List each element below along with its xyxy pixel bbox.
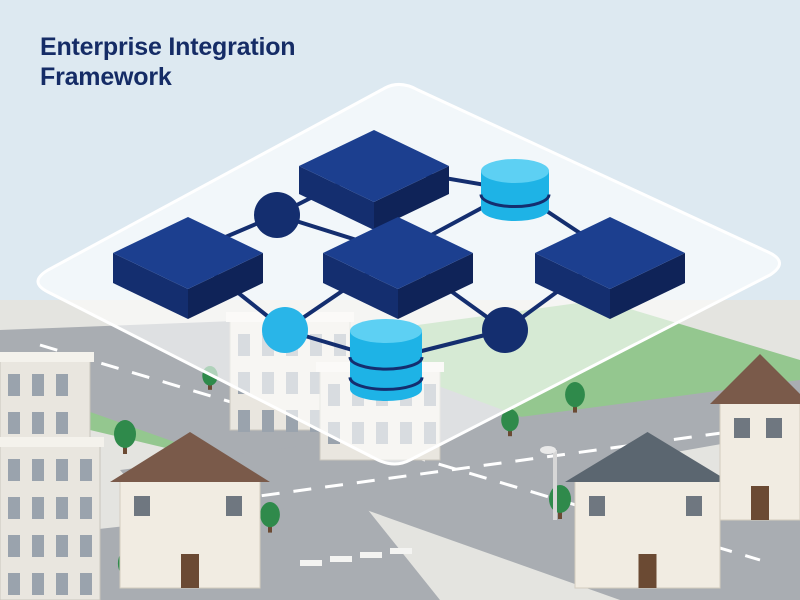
- block-top-side-right: [374, 166, 449, 230]
- block-top-side-left: [299, 166, 374, 230]
- database-top-right-body: [481, 171, 549, 221]
- house-window: [589, 496, 605, 516]
- house-roof: [710, 354, 800, 404]
- house-roof: [110, 432, 270, 482]
- building-window: [56, 374, 68, 396]
- title-line-2: Framework: [40, 63, 172, 91]
- crosswalk-stripe: [360, 552, 382, 558]
- block-right-top: [535, 217, 685, 289]
- diagram-nodes: [113, 130, 685, 401]
- building-window: [56, 497, 68, 519]
- block-center-side-left: [323, 253, 398, 319]
- block-right-side-right: [610, 253, 685, 319]
- building-window: [80, 535, 92, 557]
- building-roof: [0, 352, 94, 362]
- street-lamp-head: [540, 446, 556, 454]
- tree-canopy: [260, 501, 280, 528]
- road-cross: [120, 380, 800, 540]
- database-bottom-band: [348, 377, 424, 391]
- building-window: [80, 459, 92, 481]
- building-window: [32, 374, 44, 396]
- crosswalk-stripe: [390, 548, 412, 554]
- block-left-top: [113, 217, 263, 289]
- database-top-right: [479, 159, 551, 221]
- house-door: [181, 554, 199, 588]
- building-window: [32, 535, 44, 557]
- database-bottom-body: [350, 331, 422, 401]
- house-window: [226, 496, 242, 516]
- page-title: Enterprise Integration Framework: [40, 32, 296, 92]
- block-top: [299, 130, 449, 230]
- house-roof: [565, 432, 730, 482]
- house-window: [134, 496, 150, 516]
- title-line-1: Enterprise Integration: [40, 33, 296, 61]
- house-window: [686, 496, 702, 516]
- building-window: [32, 573, 44, 595]
- house-door: [751, 486, 769, 520]
- house-window: [734, 418, 750, 438]
- building-window: [56, 535, 68, 557]
- building-window: [8, 412, 20, 434]
- house-door: [638, 554, 657, 588]
- crosswalk-stripe: [300, 560, 322, 566]
- building-window: [80, 497, 92, 519]
- house-window: [766, 418, 782, 438]
- tree-canopy: [114, 420, 136, 448]
- building-window: [8, 497, 20, 519]
- database-bottom-cap: [350, 319, 422, 343]
- building-window: [80, 573, 92, 595]
- building-roof: [0, 437, 104, 447]
- block-left-side-left: [113, 253, 188, 319]
- block-center-side-right: [398, 253, 473, 319]
- connector-bottom-right: [482, 307, 528, 353]
- database-bottom-band: [348, 356, 424, 371]
- tree-canopy: [565, 382, 585, 408]
- block-right-side-left: [535, 253, 610, 319]
- database-top-right-band: [479, 194, 551, 209]
- connector-top-left: [254, 192, 300, 238]
- building-window: [56, 459, 68, 481]
- building-window: [56, 573, 68, 595]
- database-top-right-cap: [481, 159, 549, 183]
- building-window: [262, 410, 274, 432]
- block-center-top: [323, 217, 473, 289]
- block-left-side-right: [188, 253, 263, 319]
- database-bottom: [348, 319, 424, 401]
- block-top-top: [299, 130, 449, 202]
- tree-canopy: [549, 485, 571, 513]
- building-window: [8, 535, 20, 557]
- block-right: [535, 217, 685, 319]
- crosswalk-stripe: [330, 556, 352, 562]
- block-center: [323, 217, 473, 319]
- block-left: [113, 217, 263, 319]
- building-window: [32, 497, 44, 519]
- tree-canopy: [501, 409, 519, 432]
- building-window: [8, 573, 20, 595]
- building-window: [56, 412, 68, 434]
- building-window: [8, 374, 20, 396]
- building-window: [32, 412, 44, 434]
- building-window: [238, 410, 250, 432]
- building-window: [8, 459, 20, 481]
- building-window: [32, 459, 44, 481]
- connector-bottom-left: [262, 307, 308, 353]
- lane-marking: [229, 423, 781, 502]
